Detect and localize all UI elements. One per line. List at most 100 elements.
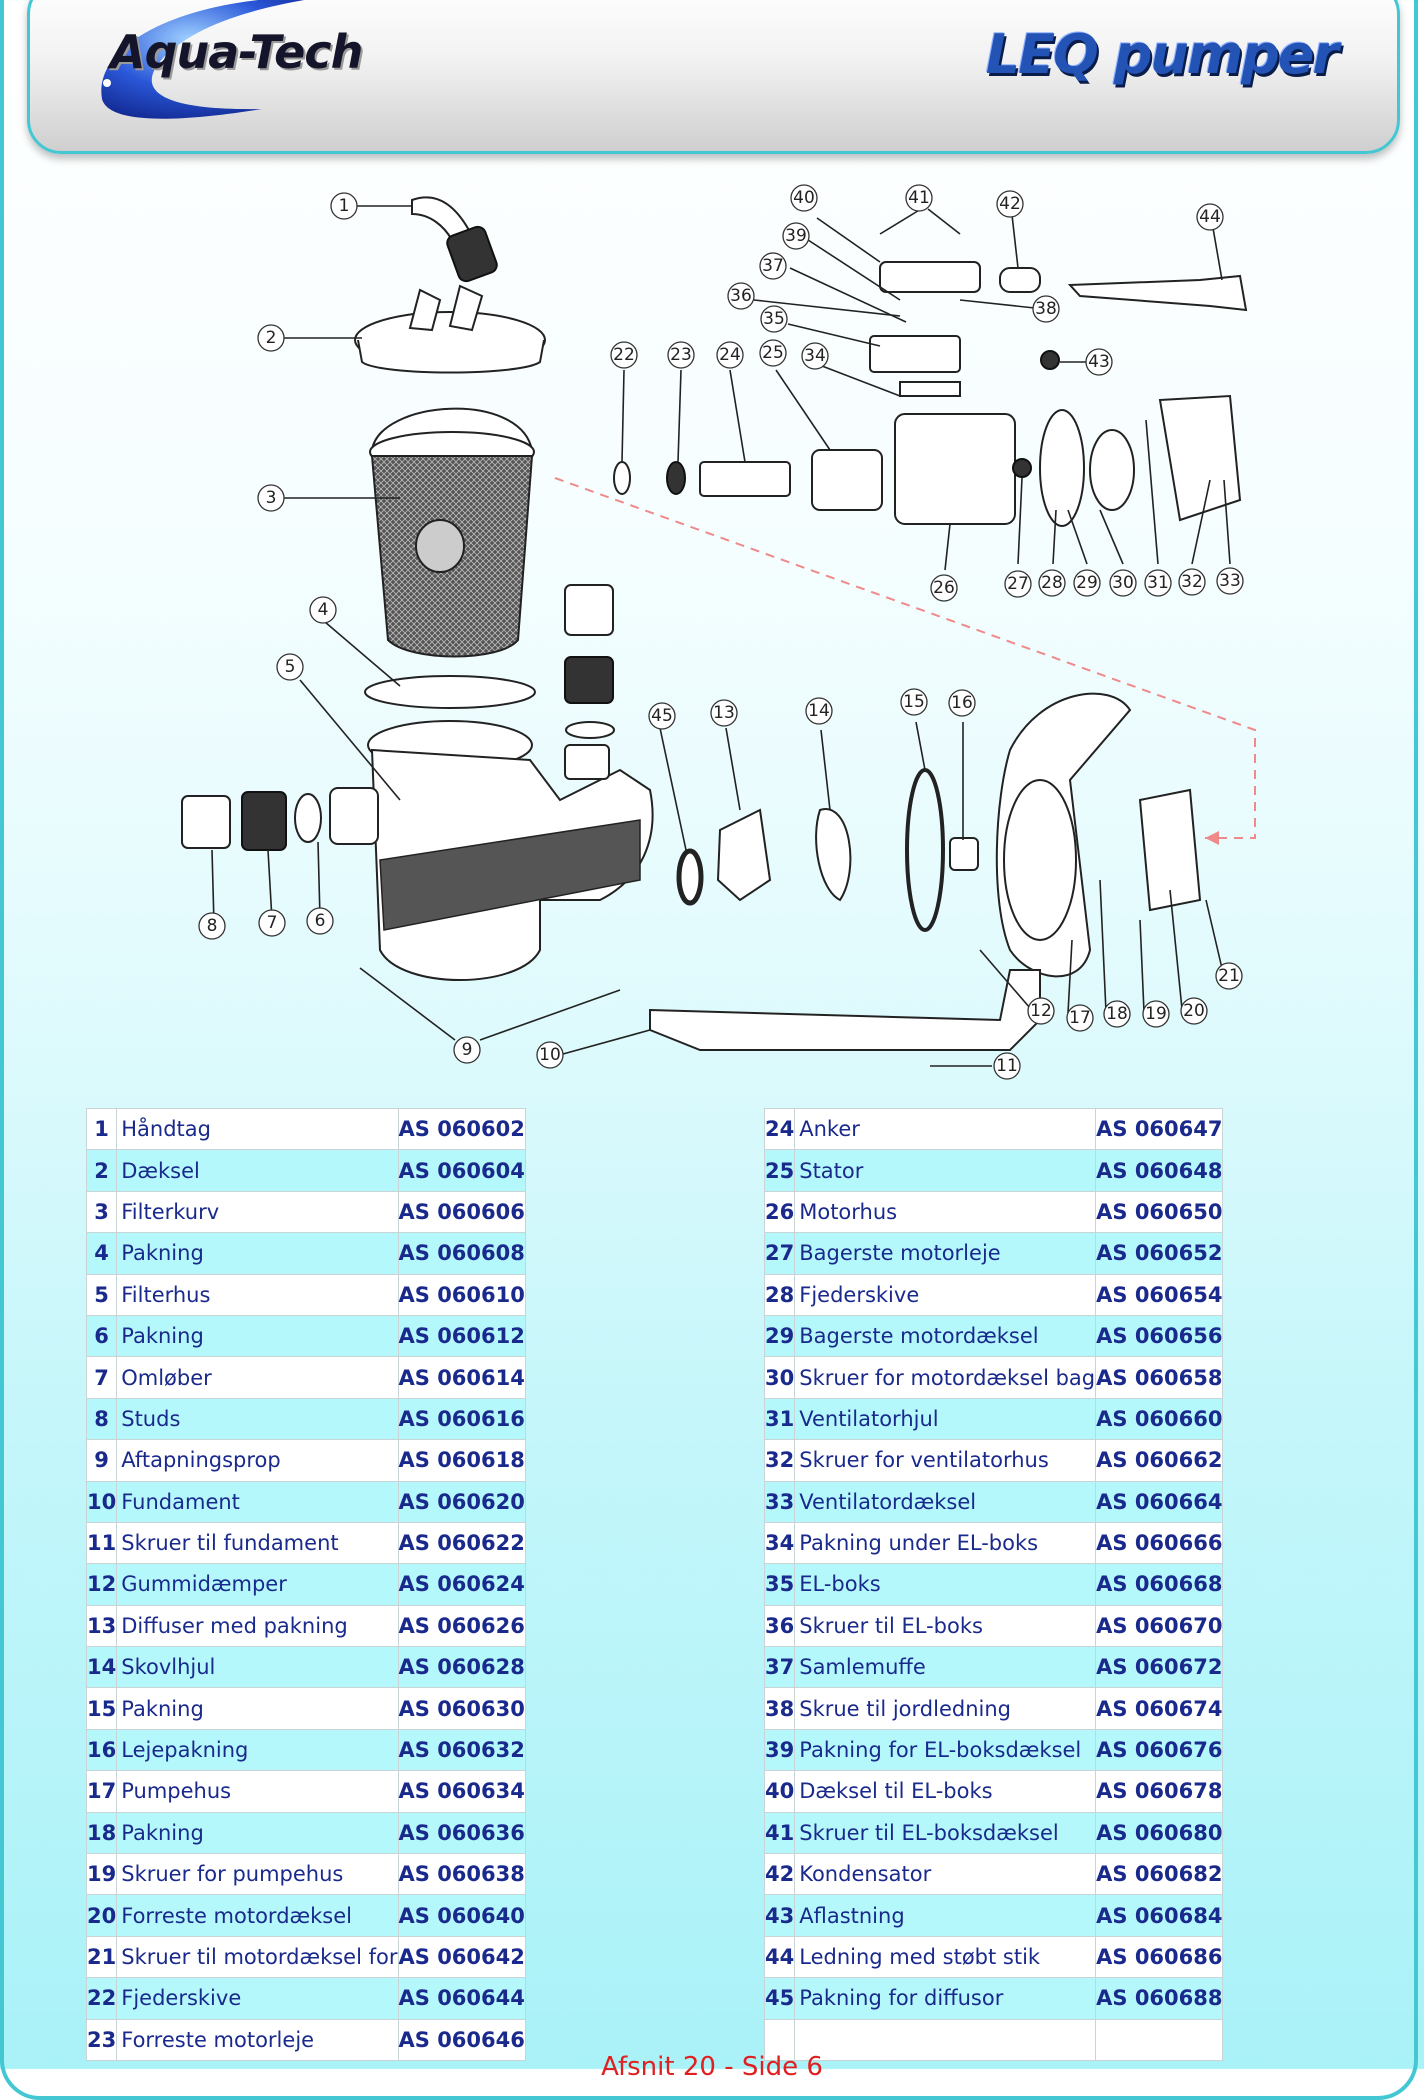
part-number: 29 bbox=[763, 1314, 796, 1358]
part-code: AS 060672 bbox=[1095, 1646, 1224, 1689]
part-front-motor-cover-20 bbox=[1138, 788, 1202, 912]
svg-text:4: 4 bbox=[318, 600, 329, 620]
part-fan-31 bbox=[1089, 429, 1135, 511]
part-code bbox=[1095, 2018, 1224, 2061]
callout-44: 44 bbox=[1196, 203, 1224, 231]
part-number: 39 bbox=[763, 1728, 796, 1772]
part-number: 8 bbox=[85, 1397, 118, 1441]
part-fan-cover-33 bbox=[1158, 394, 1242, 522]
svg-text:7: 7 bbox=[267, 913, 278, 933]
callout-30: 30 bbox=[1109, 569, 1137, 597]
part-name: Ventilatordæksel bbox=[794, 1480, 1097, 1523]
part-name: Aflastning bbox=[794, 1894, 1097, 1937]
svg-text:26: 26 bbox=[933, 578, 955, 598]
leader-lines bbox=[211, 205, 1231, 1067]
svg-text:3: 3 bbox=[266, 488, 277, 508]
svg-text:25: 25 bbox=[762, 343, 784, 363]
part-capacitor-42 bbox=[999, 267, 1041, 293]
part-handle bbox=[411, 196, 498, 283]
callout-20: 20 bbox=[1180, 997, 1208, 1025]
svg-text:43: 43 bbox=[1088, 352, 1110, 372]
callout-5: 5 bbox=[276, 653, 304, 681]
part-union-nut-7 bbox=[241, 791, 287, 851]
part-code: AS 060622 bbox=[397, 1521, 526, 1565]
callout-37: 37 bbox=[759, 252, 787, 280]
part-code: AS 060612 bbox=[397, 1314, 526, 1358]
svg-text:24: 24 bbox=[719, 345, 741, 365]
part-code: AS 060632 bbox=[397, 1728, 526, 1772]
part-name: Kondensator bbox=[794, 1853, 1097, 1896]
callout-35: 35 bbox=[760, 305, 788, 333]
part-name: Aftapningsprop bbox=[116, 1439, 399, 1482]
part-strain-relief-43 bbox=[1040, 350, 1060, 370]
part-el-box-gasket-34 bbox=[899, 381, 961, 397]
svg-text:33: 33 bbox=[1219, 571, 1241, 591]
callout-13: 13 bbox=[710, 699, 738, 727]
page-footer: Afsnit 20 - Side 6 bbox=[601, 2052, 823, 2082]
logo-text: Aqua-Tech bbox=[110, 25, 363, 79]
callout-26: 26 bbox=[930, 574, 958, 602]
svg-text:36: 36 bbox=[730, 286, 752, 306]
part-code: AS 060638 bbox=[397, 1853, 526, 1896]
product-title: LEQ pumper bbox=[985, 23, 1339, 86]
svg-text:11: 11 bbox=[996, 1056, 1018, 1076]
svg-text:18: 18 bbox=[1106, 1004, 1128, 1024]
svg-text:13: 13 bbox=[713, 703, 735, 723]
svg-text:6: 6 bbox=[315, 911, 326, 931]
callout-12: 12 bbox=[1027, 997, 1055, 1025]
part-name: Pakning bbox=[116, 1232, 399, 1275]
part-el-box-cover-40 bbox=[879, 261, 981, 293]
part-number bbox=[763, 2018, 796, 2061]
part-name: Bagerste motordæksel bbox=[794, 1314, 1097, 1358]
callout-17: 17 bbox=[1066, 1004, 1094, 1032]
part-number: 16 bbox=[85, 1728, 118, 1772]
part-code: AS 060662 bbox=[1095, 1439, 1224, 1482]
part-code: AS 060680 bbox=[1095, 1811, 1224, 1855]
part-name: Skrue til jordledning bbox=[794, 1687, 1097, 1730]
part-name: Motorhus bbox=[794, 1190, 1097, 1234]
part-code: AS 060652 bbox=[1095, 1232, 1224, 1275]
part-number: 25 bbox=[763, 1149, 796, 1192]
alignment-dashed-line bbox=[554, 477, 1256, 839]
page-header: Aqua-Tech LEQ pumper bbox=[27, 0, 1400, 154]
svg-text:17: 17 bbox=[1069, 1008, 1091, 1028]
callout-45: 45 bbox=[648, 702, 676, 730]
part-bearing-23 bbox=[666, 461, 686, 495]
callout-18: 18 bbox=[1103, 1000, 1131, 1028]
part-union-nut-top bbox=[564, 656, 614, 704]
part-name: EL-boks bbox=[794, 1563, 1097, 1606]
part-code: AS 060614 bbox=[397, 1356, 526, 1399]
part-base-10 bbox=[649, 969, 1041, 1051]
part-code: AS 060610 bbox=[397, 1273, 526, 1316]
part-number: 22 bbox=[85, 1977, 118, 2020]
part-name: Fjederskive bbox=[794, 1273, 1097, 1316]
part-code: AS 060634 bbox=[397, 1770, 526, 1813]
part-number: 24 bbox=[763, 1107, 796, 1151]
callout-31: 31 bbox=[1144, 569, 1172, 597]
part-name: Skruer til EL-boks bbox=[794, 1604, 1097, 1648]
part-number: 33 bbox=[763, 1480, 796, 1523]
part-number: 4 bbox=[85, 1232, 118, 1275]
part-name: Skruer til EL-boksdæksel bbox=[794, 1811, 1097, 1855]
part-filter-basket bbox=[369, 407, 535, 658]
svg-text:5: 5 bbox=[285, 657, 296, 677]
part-filter-housing bbox=[329, 720, 654, 981]
svg-text:40: 40 bbox=[793, 188, 815, 208]
part-number: 21 bbox=[85, 1935, 118, 1979]
part-number: 1 bbox=[85, 1107, 118, 1151]
part-number: 36 bbox=[763, 1604, 796, 1648]
part-code: AS 060676 bbox=[1095, 1728, 1224, 1772]
